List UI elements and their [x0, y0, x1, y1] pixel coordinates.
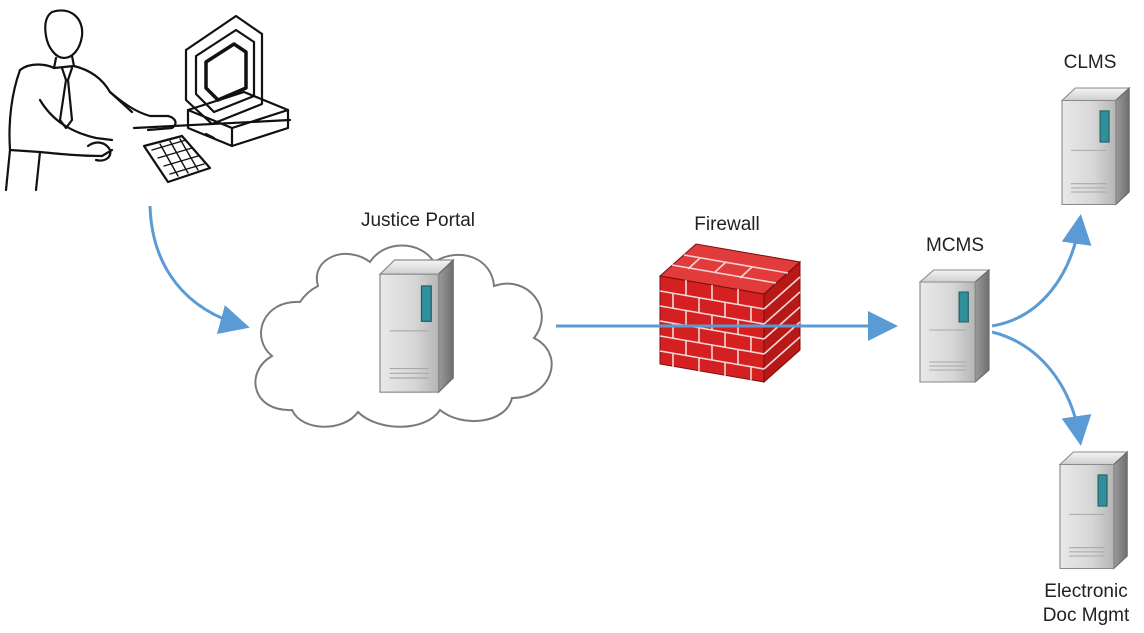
clms-label: CLMS: [1063, 52, 1117, 73]
mcms-server-icon: [919, 269, 990, 383]
clms-server-icon: [1061, 87, 1130, 206]
brick-firewall-icon: [658, 243, 802, 384]
mcms-to-clms-arrow: [991, 214, 1092, 328]
justice-portal-label: Justice Portal: [360, 210, 476, 231]
mcms-label: MCMS: [925, 235, 985, 256]
user-to-portal-arrow: [148, 205, 250, 335]
mcms-to-edm-arrow: [991, 330, 1092, 446]
cloud-server-icon: [254, 244, 553, 428]
firewall-label: Firewall: [694, 214, 760, 235]
electronic-doc-mgmt-label: Electronic Doc Mgmt: [1034, 580, 1138, 628]
electronic-doc-mgmt-label-line1: Electronic: [1044, 581, 1128, 602]
electronic-doc-mgmt-label-line2: Doc Mgmt: [1042, 605, 1130, 626]
edm-server-icon: [1059, 451, 1128, 570]
user-at-computer-icon: [4, 9, 292, 192]
